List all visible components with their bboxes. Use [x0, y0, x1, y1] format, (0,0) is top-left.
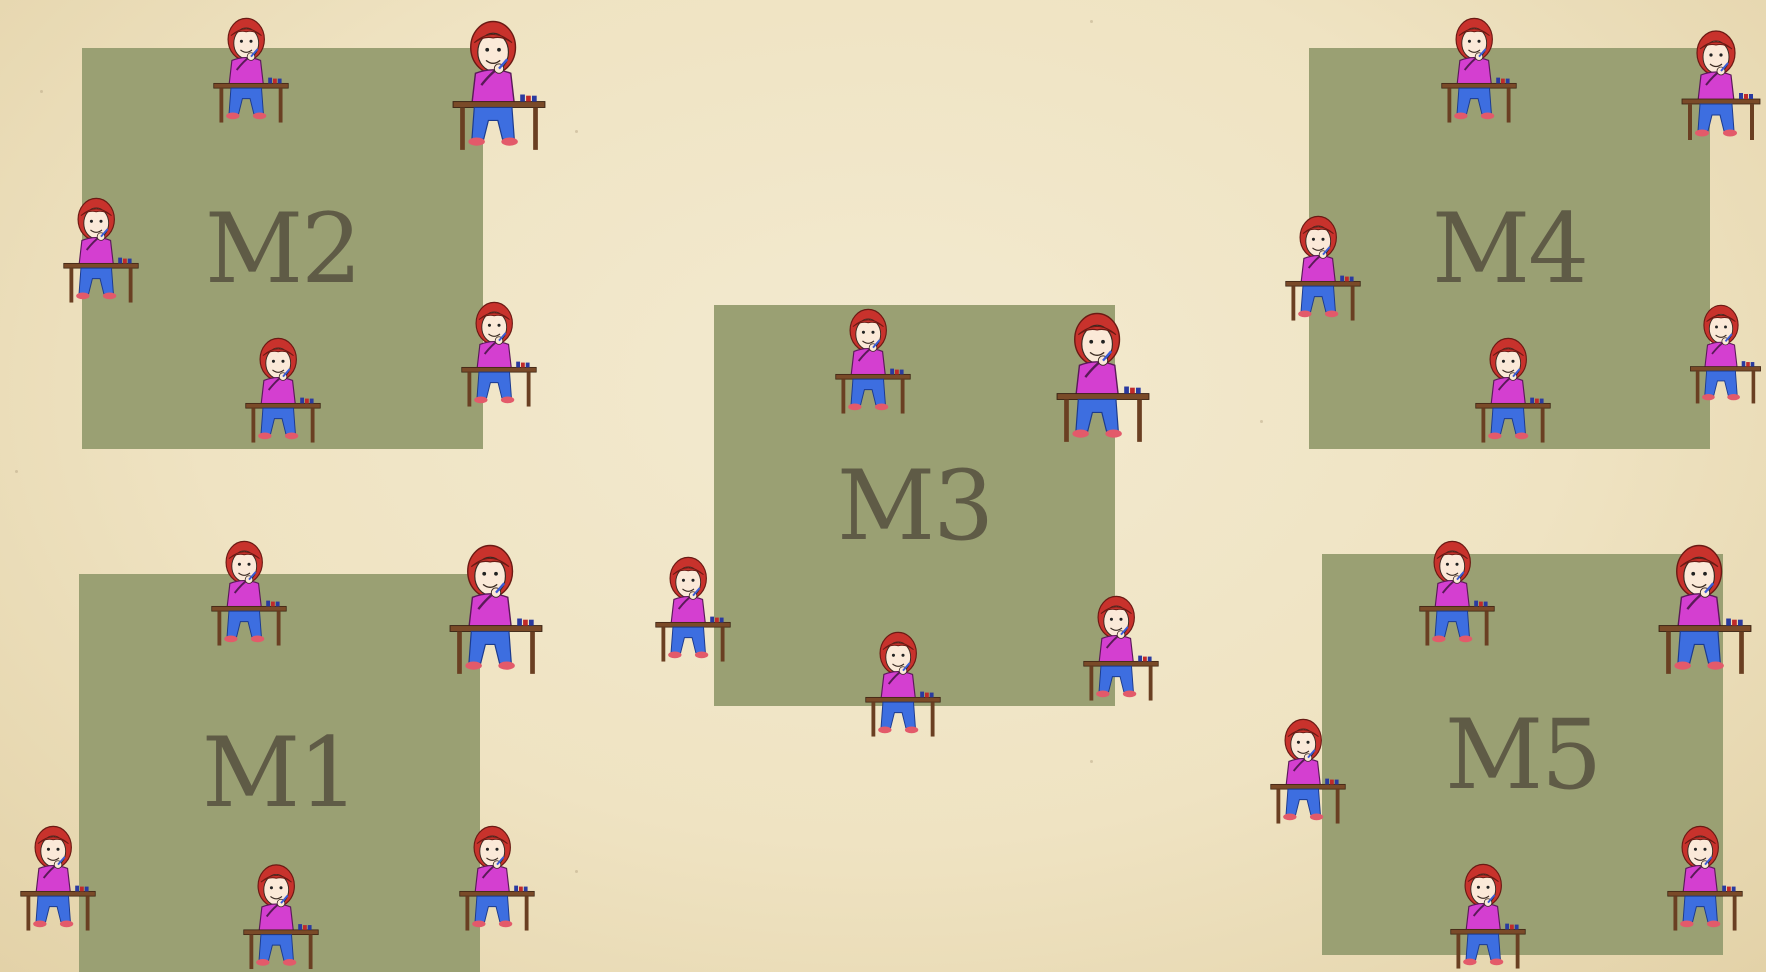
student-at-desk-icon [1662, 820, 1748, 935]
zone-m3-label: M3 [714, 450, 1115, 562]
paper-speck [15, 470, 18, 473]
student-at-desk-icon [1050, 304, 1156, 449]
student-at-desk-icon [1685, 296, 1766, 411]
student-at-desk-icon [206, 535, 292, 650]
student-at-desk-icon [1436, 12, 1522, 127]
paper-speck [1090, 760, 1093, 763]
student-at-desk-icon [1078, 590, 1164, 705]
student-at-desk-icon [454, 820, 540, 935]
student-at-desk-icon [1280, 210, 1366, 325]
student-at-desk-icon [1414, 535, 1500, 650]
paper-speck [1260, 420, 1263, 423]
student-at-desk-icon [860, 626, 946, 741]
student-at-desk-icon [238, 860, 324, 972]
zone-m1-label: M1 [79, 717, 480, 829]
student-at-desk-icon [15, 820, 101, 935]
zone-m5-label: M5 [1322, 699, 1723, 811]
zone-m4-label: M4 [1309, 193, 1710, 305]
paper-speck [575, 870, 578, 873]
paper-speck [575, 130, 578, 133]
student-at-desk-icon [830, 303, 916, 418]
student-at-desk-icon [1445, 859, 1531, 972]
student-at-desk-icon [58, 192, 144, 307]
student-at-desk-icon [240, 332, 326, 447]
student-at-desk-icon [456, 296, 542, 411]
student-at-desk-icon [208, 12, 294, 127]
student-at-desk-icon [1265, 713, 1351, 828]
paper-speck [40, 90, 43, 93]
student-at-desk-icon [1676, 12, 1766, 157]
student-at-desk-icon [1652, 536, 1758, 681]
student-at-desk-icon [446, 12, 552, 157]
student-at-desk-icon [1470, 332, 1556, 447]
student-at-desk-icon [443, 536, 549, 681]
paper-speck [1090, 20, 1093, 23]
student-at-desk-icon [650, 551, 736, 666]
